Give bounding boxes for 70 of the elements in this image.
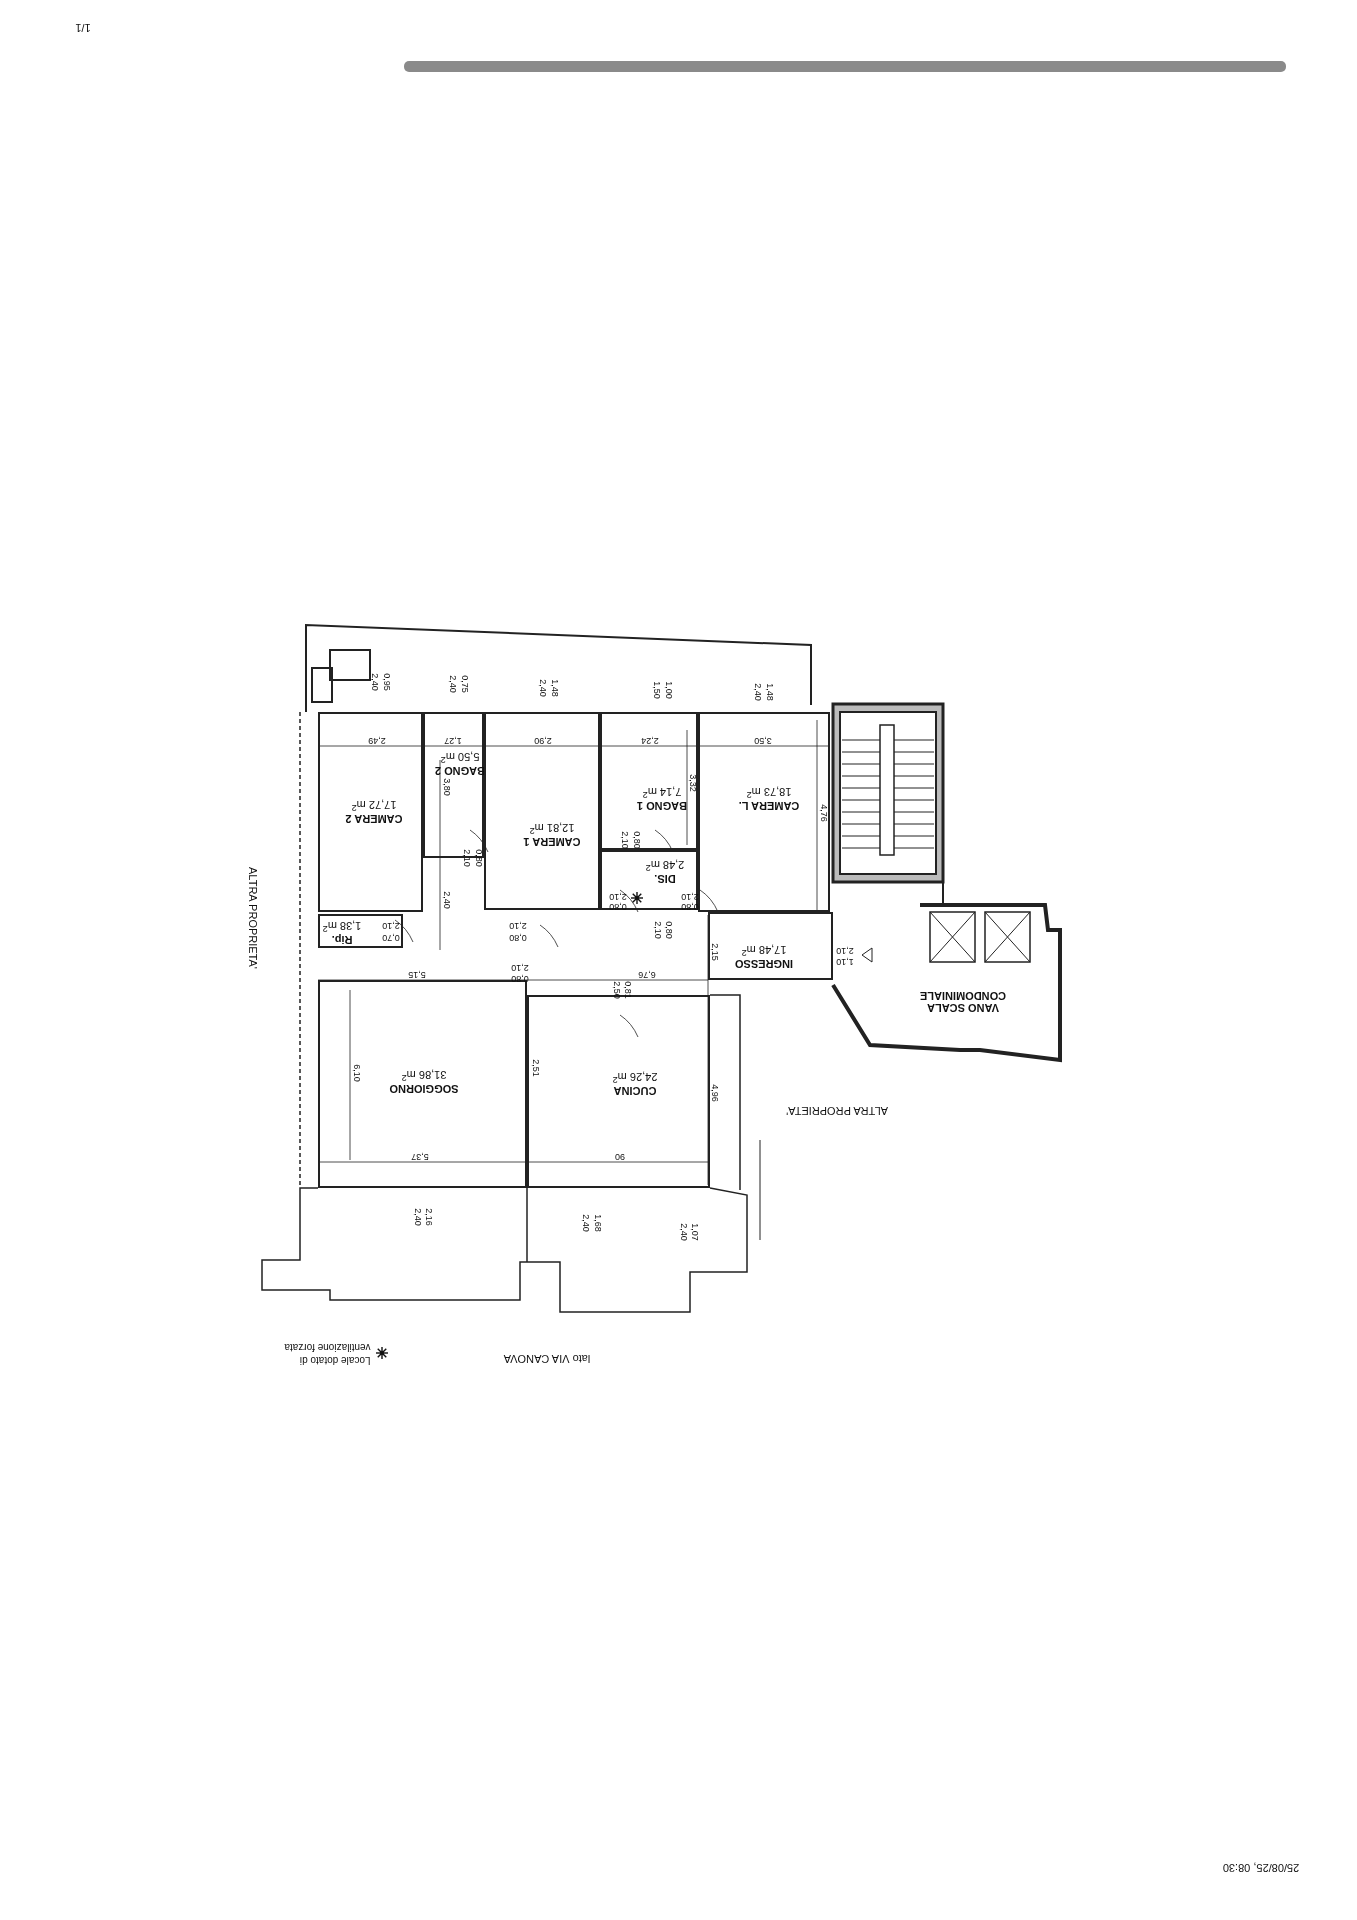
dimension: 2,10 xyxy=(511,962,529,972)
room-outline xyxy=(698,712,830,912)
dimension: 1,07 xyxy=(689,1223,699,1241)
dimension: 90 xyxy=(615,1151,625,1161)
dimension: 0,80 xyxy=(631,831,641,849)
room-outline xyxy=(484,712,600,910)
dimension: 2,16 xyxy=(423,1208,433,1226)
dimension: 2,40 xyxy=(412,1208,422,1226)
room-outline xyxy=(318,914,403,948)
dimension: 6,10 xyxy=(351,1064,361,1082)
room-outline xyxy=(318,712,423,912)
room-outline xyxy=(708,912,833,980)
room-name: SOGGIORNO xyxy=(389,1083,459,1096)
room-name: CAMERA L. xyxy=(738,800,800,813)
dimension: 1,00 xyxy=(663,681,673,699)
room-name: DIS. xyxy=(653,873,677,886)
room-outline xyxy=(600,712,698,850)
dimension: 0,75 xyxy=(459,675,469,693)
dimension: 1,27 xyxy=(444,735,462,745)
dimension: 2,90 xyxy=(534,735,552,745)
room-name: INGRESSO xyxy=(734,958,794,971)
dimension: 2,10 xyxy=(609,891,627,901)
dimension: 2,10 xyxy=(382,920,400,930)
room-outline xyxy=(600,850,698,910)
dimension: 2,10 xyxy=(509,920,527,930)
dimension: 1,48 xyxy=(549,679,559,697)
dimension: 3,80 xyxy=(441,778,451,796)
dimension: 2,40 xyxy=(441,891,451,909)
dimension: 2,40 xyxy=(447,675,457,693)
dimension: 0,95 xyxy=(381,673,391,691)
dimension: 2,40 xyxy=(369,673,379,691)
dimension: 2,49 xyxy=(368,735,386,745)
legend-text: Locale dotato di ventilazione forzata xyxy=(283,1341,371,1366)
dimension: 5,37 xyxy=(411,1151,429,1161)
dimension: 2,15 xyxy=(709,943,719,961)
dimension: 0,80 xyxy=(663,921,673,939)
dimension: 0,80 xyxy=(473,849,483,867)
dimension: 2,10 xyxy=(461,849,471,867)
dimension: 0,80 xyxy=(609,901,627,911)
dimension: 3,50 xyxy=(754,735,772,745)
dimension: 2,40 xyxy=(537,679,547,697)
dimension: 3,32 xyxy=(687,774,697,792)
area-label: ALTRA PROPRIETA' xyxy=(786,1104,888,1116)
room-name: CAMERA 2 xyxy=(345,813,403,826)
dimension: 1,50 xyxy=(651,681,661,699)
room-name: CAMERA 1 xyxy=(523,836,581,849)
room-name: BAGNO 1 xyxy=(636,800,688,813)
room-name: VANO SCALA CONDOMINIALE xyxy=(918,989,1008,1015)
dimension: 0,70 xyxy=(382,932,400,942)
dimension: 0,80 xyxy=(509,932,527,942)
area-label: ALTRA PROPRIETA' xyxy=(246,867,258,969)
room-outline xyxy=(318,980,527,1188)
room-name: Rip. xyxy=(330,934,354,947)
dimension: 1,48 xyxy=(764,683,774,701)
dimension: 2,10 xyxy=(652,921,662,939)
street-label: lato VIA CANOVA xyxy=(503,1352,591,1364)
dimension: 6,76 xyxy=(638,969,656,979)
dimension: 0,80 xyxy=(511,973,529,983)
dimension: 4,76 xyxy=(818,804,828,822)
dimension: 2,10 xyxy=(619,831,629,849)
dimension: 5,15 xyxy=(408,969,426,979)
dimension: 2,51 xyxy=(530,1059,540,1077)
dimension: 2,24 xyxy=(641,735,659,745)
dimension: 2,40 xyxy=(752,683,762,701)
page-number: 1/1 xyxy=(75,21,91,33)
dimension: 2,40 xyxy=(580,1214,590,1232)
dimension: 1,68 xyxy=(592,1214,602,1232)
room-name: CUCINA xyxy=(612,1085,658,1098)
print-date: 25/08/25, 08:30 xyxy=(1222,1861,1300,1873)
dimension: 2,40 xyxy=(678,1223,688,1241)
